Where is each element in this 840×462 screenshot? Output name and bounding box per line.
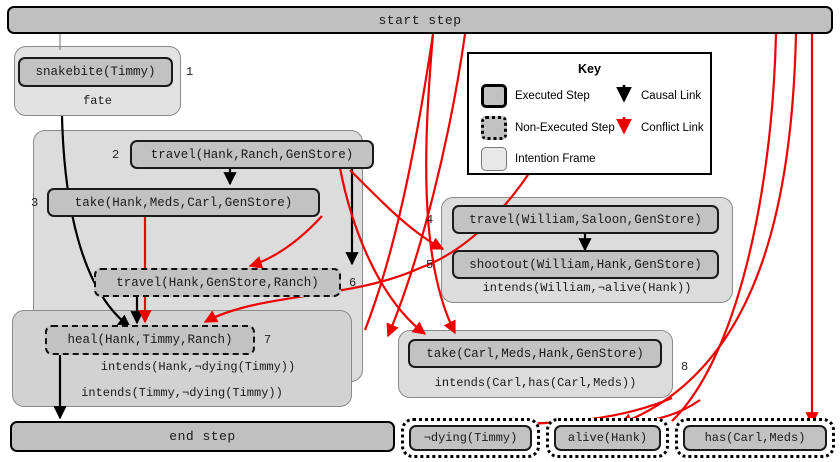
step-index-4: 4 (426, 213, 434, 227)
step-index-5: 5 (426, 258, 434, 272)
step-take-hank-meds[interactable]: take(Hank,Meds,Carl,GenStore) (47, 188, 320, 217)
hank-intention-frame-label: intends(Hank,¬dying(Timmy)) (100, 360, 296, 374)
key-arrows (616, 85, 632, 135)
timmy-intention-frame-label: intends(Timmy,¬dying(Timmy)) (81, 386, 283, 400)
key-label-conflict-link: Conflict Link (641, 122, 704, 134)
key-box: Key Executed Step Non-Executed Step Inte… (467, 52, 712, 175)
outcome-alive-hank[interactable]: alive(Hank) (554, 425, 661, 451)
non-executed-step-swatch (481, 116, 507, 140)
step-travel-hank-genstore-ranch[interactable]: travel(Hank,GenStore,Ranch) (94, 268, 341, 297)
fate-frame-label: fate (83, 94, 112, 108)
step-index-6: 6 (349, 276, 357, 290)
william-intention-frame-label: intends(William,¬alive(Hank)) (482, 281, 692, 295)
key-label-intention-frame: Intention Frame (515, 153, 596, 165)
step-heal-hank-timmy-ranch[interactable]: heal(Hank,Timmy,Ranch) (45, 325, 255, 355)
executed-step-swatch (481, 84, 507, 108)
end-step-bar[interactable]: end step (10, 421, 395, 452)
start-step-bar[interactable]: start step (7, 6, 833, 34)
step-index-7: 7 (264, 333, 272, 347)
key-title: Key (578, 62, 601, 76)
step-shootout-william-hank[interactable]: shootout(William,Hank,GenStore) (452, 250, 719, 279)
carl-intention-frame-label: intends(Carl,has(Carl,Meds)) (434, 376, 637, 390)
outcome-dying-timmy[interactable]: ¬dying(Timmy) (409, 425, 532, 451)
intention-frame-swatch (481, 147, 507, 171)
step-snakebite[interactable]: snakebite(Timmy) (18, 57, 173, 87)
key-label-non-executed-step: Non-Executed Step (515, 122, 615, 134)
step-index-2: 2 (112, 148, 120, 162)
step-index-3: 3 (31, 196, 39, 210)
key-label-causal-link: Causal Link (641, 90, 702, 102)
step-index-1: 1 (186, 65, 194, 79)
outcome-has-carl-meds[interactable]: has(Carl,Meds) (683, 425, 827, 451)
step-take-carl-meds[interactable]: take(Carl,Meds,Hank,GenStore) (408, 339, 662, 368)
step-travel-hank-ranch-genstore[interactable]: travel(Hank,Ranch,GenStore) (130, 140, 374, 169)
step-index-8: 8 (681, 360, 689, 374)
key-label-executed-step: Executed Step (515, 90, 590, 102)
step-travel-william-saloon-genstore[interactable]: travel(William,Saloon,GenStore) (452, 205, 719, 234)
